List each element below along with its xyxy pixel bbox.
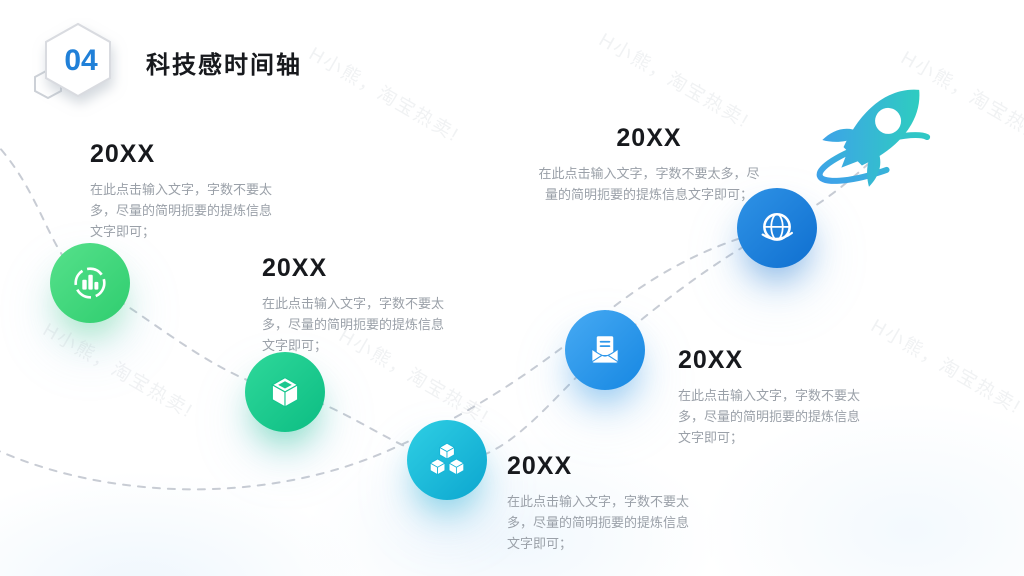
node-text-block-5: 20XX 在此点击输入文字，字数不要太多，尽量的简明扼要的提炼信息文字即可； [535,124,763,205]
chapter-badge [26,18,156,138]
page-title: 科技感时间轴 [146,52,302,79]
node-description[interactable]: 在此点击输入文字，字数不要太多，尽量的简明扼要的提炼信息文字即可； [678,388,861,445]
node-year[interactable]: 20XX [90,140,156,168]
timeline-node-2 [245,352,325,432]
secondary-timeline-path [0,227,778,491]
timeline-node-1 [50,243,130,323]
timeline-node-4 [565,310,645,390]
node-description[interactable]: 在此点击输入文字，字数不要太多，尽量的简明扼要的提炼信息文字即可； [538,166,760,202]
node-year[interactable]: 20XX [507,452,573,480]
modules-icon [429,442,465,476]
node-text-block-4: 20XX 在此点击输入文字，字数不要太多，尽量的简明扼要的提炼信息文字即可； [678,346,860,448]
timeline-node-3 [407,420,487,500]
node-description[interactable]: 在此点击输入文字，字数不要太多，尽量的简明扼要的提炼信息文字即可； [262,296,445,353]
node-description[interactable]: 在此点击输入文字，字数不要太多，尽量的简明扼要的提炼信息文字即可； [507,494,690,551]
node-year[interactable]: 20XX [678,346,744,374]
node-text-block-3: 20XX 在此点击输入文字，字数不要太多，尽量的简明扼要的提炼信息文字即可； [507,452,689,554]
globe-icon [761,212,793,241]
cube-icon [271,377,299,408]
node-text-block-2: 20XX 在此点击输入文字，字数不要太多，尽量的简明扼要的提炼信息文字即可； [262,254,444,356]
bar-chart-icon [74,267,106,299]
rocket-icon [816,89,934,187]
node-year[interactable]: 20XX [616,124,682,152]
node-description[interactable]: 在此点击输入文字，字数不要太多，尽量的简明扼要的提炼信息文字即可； [90,182,273,239]
mail-open-icon [591,336,619,364]
node-year[interactable]: 20XX [262,254,328,282]
timeline-node-5 [737,188,817,268]
chapter-number: 04 [64,44,98,77]
node-text-block-1: 20XX 在此点击输入文字，字数不要太多，尽量的简明扼要的提炼信息文字即可； [90,140,272,242]
hexagon-badge-icon [34,22,111,100]
